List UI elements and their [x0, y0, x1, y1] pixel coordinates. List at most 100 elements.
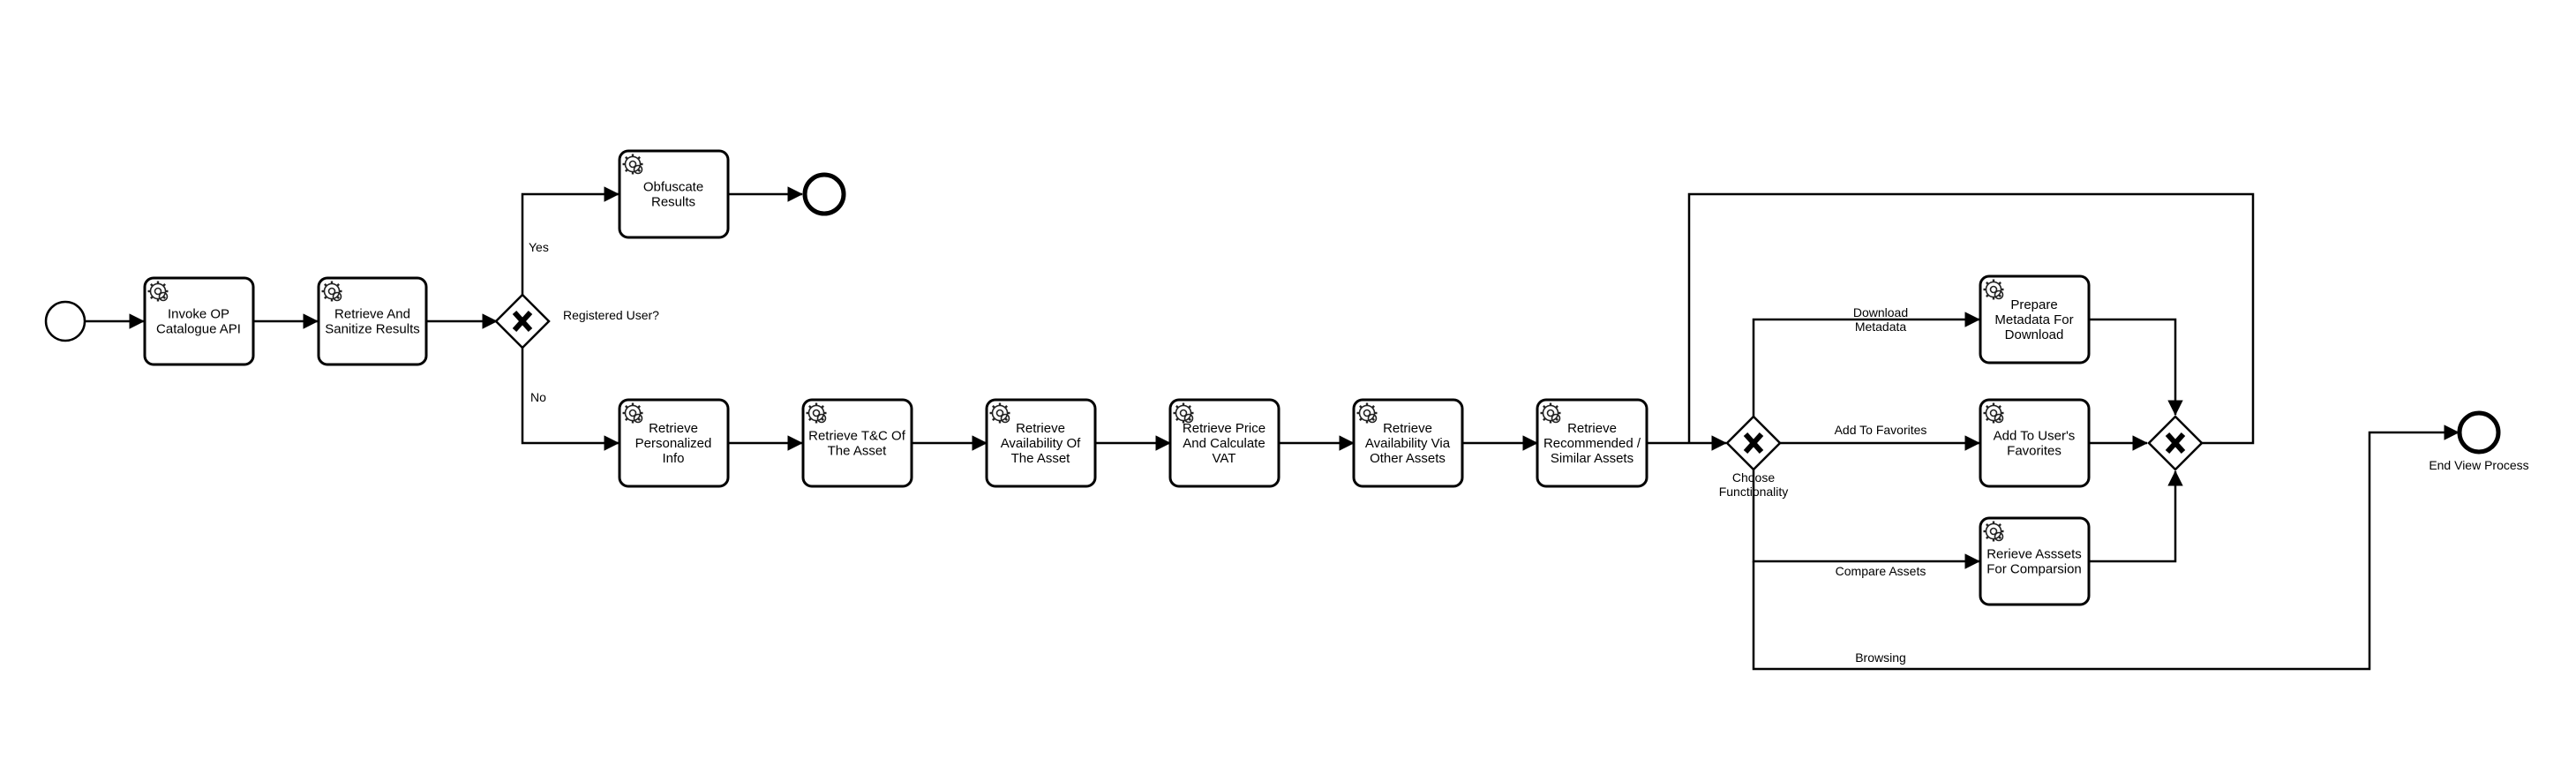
gear-tooth — [150, 296, 154, 299]
end-event-view-process[interactable] — [2457, 410, 2501, 455]
gear-tooth — [1188, 417, 1191, 421]
gear-tooth — [162, 283, 166, 287]
gear-tooth — [808, 405, 812, 409]
flow-label-browsing: Browsing — [1855, 650, 1906, 665]
text-line: Retrieve Price — [1183, 421, 1265, 436]
text-line: Availability Via — [1365, 436, 1451, 451]
gear-tooth — [1359, 405, 1363, 409]
gear-tooth — [1188, 405, 1191, 409]
gear-tooth — [1998, 417, 2001, 421]
text-line: Retrieve — [649, 421, 698, 436]
text-line: Info — [662, 451, 684, 466]
gear-tooth — [324, 296, 327, 299]
flow-yes — [521, 186, 620, 295]
gear-tooth — [821, 405, 824, 409]
text-line: Personalized — [635, 436, 712, 451]
flow-label-compare-assets: Compare Assets — [1836, 564, 1926, 578]
text-line: Catalogue API — [156, 322, 241, 337]
gear-icon — [147, 281, 169, 302]
gear-tooth — [1004, 405, 1008, 409]
gear-tooth — [1986, 523, 1989, 527]
gear-icon — [1540, 402, 1561, 424]
text-line: Recommended / — [1543, 436, 1641, 451]
gear-tooth — [324, 283, 327, 287]
gear-tooth — [1371, 405, 1375, 409]
gear-tooth — [637, 169, 641, 172]
text-line: Choose — [1732, 470, 1775, 485]
text-line: Add To User's — [1994, 429, 2076, 444]
gear-tooth — [1998, 282, 2001, 285]
flow-no — [521, 348, 620, 451]
gateway-choose-functionality[interactable] — [1725, 415, 1782, 471]
gear-secondary — [1183, 413, 1194, 424]
text-line: Similar Assets — [1551, 451, 1633, 466]
gear-secondary — [332, 291, 342, 302]
end-event-obfuscated[interactable] — [802, 172, 846, 216]
gear-tooth — [1998, 294, 2001, 297]
gear-icon — [622, 154, 643, 175]
text-line: Favorites — [2007, 444, 2062, 459]
gear-tooth — [1555, 417, 1558, 421]
gear-tooth — [162, 296, 166, 299]
gear-secondary — [1994, 413, 2004, 424]
gear-icon — [1983, 402, 2004, 424]
start-event[interactable] — [44, 300, 86, 342]
gear-tooth — [625, 169, 628, 172]
gear-tooth — [637, 156, 641, 160]
gear-tooth — [1004, 417, 1008, 421]
gateway-registered-user[interactable] — [494, 293, 551, 349]
text-line: Retrieve And — [334, 307, 410, 322]
gear-icon — [1983, 521, 2004, 542]
gear-secondary — [816, 413, 827, 424]
gear-tooth — [1543, 417, 1546, 421]
gear-secondary — [1994, 289, 2004, 300]
gear-tooth — [1986, 405, 1989, 409]
gear-tooth — [625, 417, 628, 421]
text-line: Retrieve — [1567, 421, 1617, 436]
gear-tooth — [1543, 405, 1546, 409]
gear-tooth — [625, 156, 628, 160]
gear-tooth — [336, 283, 340, 287]
text-line: Retrieve T&C Of — [808, 429, 906, 444]
text-line: And Calculate — [1183, 436, 1265, 451]
flow-download — [1752, 312, 1980, 417]
gear-tooth — [1986, 536, 1989, 539]
gear-tooth — [637, 405, 641, 409]
gear-icon — [806, 402, 827, 424]
gateway-merge[interactable] — [2147, 415, 2204, 471]
gear-secondary — [633, 164, 643, 175]
gear-tooth — [150, 283, 154, 287]
text-line: Functionality — [1719, 485, 1789, 499]
flow-metadata-to-merge — [2089, 318, 2183, 416]
text-line: Other Assets — [1370, 451, 1446, 466]
gear-tooth — [821, 417, 824, 421]
gear-icon — [1173, 402, 1194, 424]
gear-secondary — [158, 291, 169, 302]
gear-tooth — [637, 417, 641, 421]
text-line: Metadata For — [1994, 312, 2073, 327]
gear-tooth — [1986, 294, 1989, 297]
text-line: Download — [1853, 305, 1908, 319]
text-line: Metadata — [1855, 319, 1907, 334]
gear-tooth — [808, 417, 812, 421]
flow-browsing — [1752, 425, 2460, 671]
gear-tooth — [1998, 536, 2001, 539]
